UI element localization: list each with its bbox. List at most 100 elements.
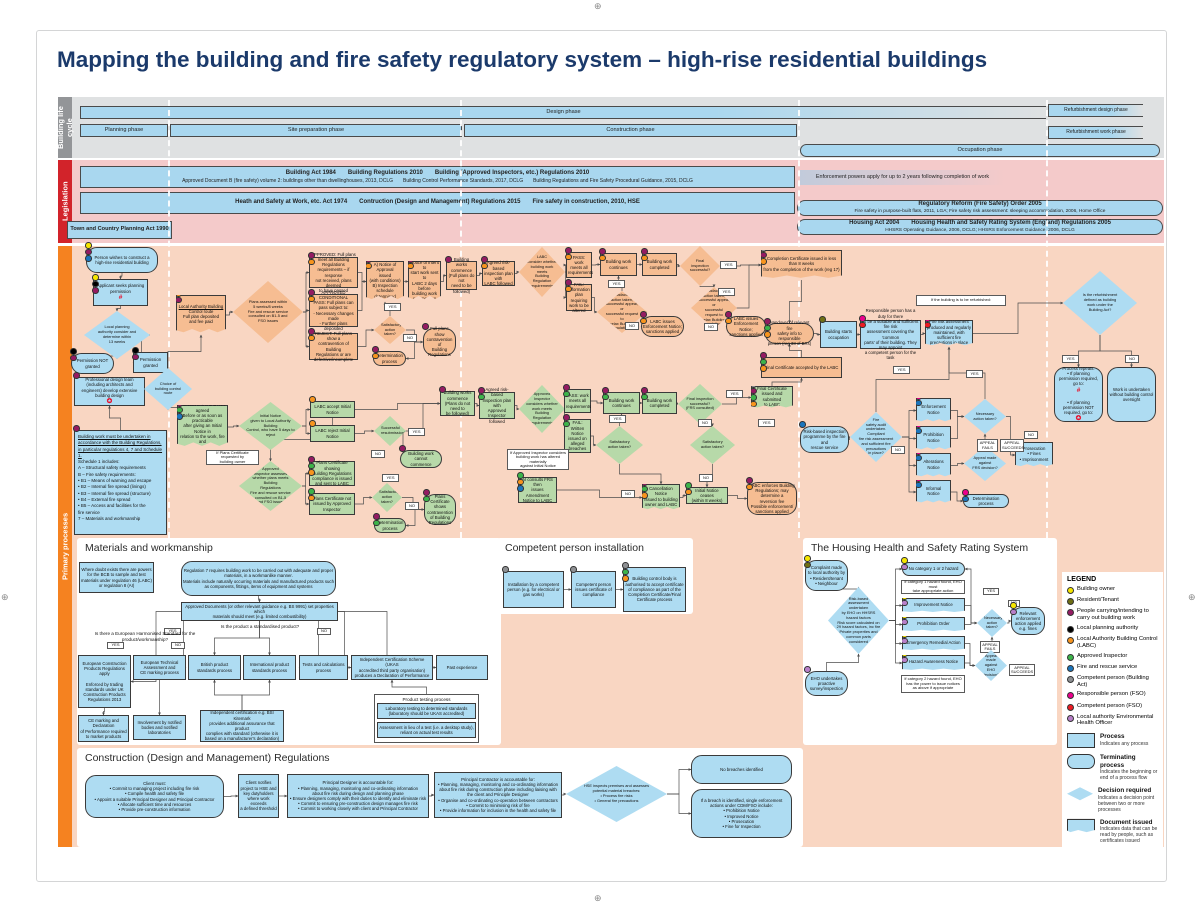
o20-actor-dots bbox=[746, 477, 794, 491]
a4: LABC reject Initial Notice bbox=[309, 420, 355, 442]
a24: Initial Notice ceases(within 8 weeks) bbox=[685, 482, 728, 504]
m3: Approved Documents (or other relevant gu… bbox=[181, 602, 338, 621]
lbY1: YES bbox=[384, 303, 401, 311]
o19-actor-dots bbox=[962, 489, 1006, 503]
h7: Prohibition Order bbox=[902, 617, 965, 631]
legend-actor-item: Competent person (FSO) bbox=[1067, 703, 1160, 711]
pw5-actor-dots bbox=[132, 347, 165, 361]
legend-actor-item: People carrying/intending to carry out b… bbox=[1067, 608, 1160, 621]
lbY4: YES bbox=[718, 288, 735, 296]
design-phase-bar: Design phase bbox=[80, 106, 1046, 119]
legend-actor-item: Local Authority Building Control (LABC) bbox=[1067, 636, 1160, 649]
a6-actor-dots bbox=[399, 445, 439, 452]
lbY10: YES bbox=[408, 428, 425, 436]
h4-actor-dots bbox=[901, 557, 962, 571]
legend-actor-item: Local authority Environmental Health Off… bbox=[1067, 714, 1160, 727]
lbY12: YES bbox=[609, 415, 626, 423]
terminator-shape-icon bbox=[1067, 754, 1095, 770]
page-frame bbox=[36, 30, 1167, 882]
actor-color-dot-icon bbox=[1067, 675, 1074, 683]
legend-actor-item: Responsible person (FSO) bbox=[1067, 691, 1160, 700]
legend-actor-item: Building owner bbox=[1067, 586, 1160, 594]
l13-actor-dots bbox=[599, 248, 634, 262]
a4-actor-dots bbox=[309, 420, 352, 427]
c3-actor-dots bbox=[622, 562, 683, 582]
lbN5: NO bbox=[1024, 431, 1038, 439]
o10-actor-dots bbox=[799, 421, 846, 428]
pw4-actor-dots bbox=[70, 348, 111, 362]
h13-actor-dots bbox=[1010, 602, 1042, 616]
a11-actor-dots bbox=[423, 489, 453, 503]
m17: Laboratory testing to determined standar… bbox=[377, 703, 476, 719]
o14-actor-dots bbox=[916, 453, 948, 462]
building-act-titles: Building Act 1984 Building Regulations 2… bbox=[285, 169, 590, 176]
l7-actor-dots bbox=[408, 261, 438, 270]
lbN6: NO bbox=[1125, 355, 1139, 363]
legend-actor-item: Competent person (Building Act) bbox=[1067, 675, 1160, 688]
primary-band-label: Primary processes bbox=[58, 246, 72, 847]
actor-color-dot-icon bbox=[1067, 703, 1074, 711]
lbN2: NO bbox=[625, 322, 639, 330]
fire-safety-order-guidance: Fire safety in purpose-built flats, 2011… bbox=[854, 208, 1106, 214]
o4-actor-dots bbox=[925, 320, 970, 329]
legend-actor-item: Approved Inspector bbox=[1067, 653, 1160, 661]
legend-actor-item: Local planning authority bbox=[1067, 625, 1160, 633]
m12: Past experience bbox=[436, 655, 488, 680]
hhsrs-section-title: The Housing Health and Safety Rating Sys… bbox=[811, 542, 1029, 554]
registration-mark-icon: ⊕ bbox=[594, 893, 602, 903]
a16-actor-dots bbox=[563, 384, 588, 398]
pw1-actor-dots bbox=[85, 242, 155, 262]
town-country-planning-box: Town and Country Planning Act 1990 bbox=[67, 221, 172, 239]
a18-actor-dots bbox=[602, 387, 637, 401]
refurbishment-design-phase-bar: Refurbishment design phase bbox=[1048, 104, 1143, 117]
h6: Improvement Notice bbox=[902, 598, 965, 612]
hsw-cdm-bar: Heath and Safety at Work, etc. Act 1974 … bbox=[80, 192, 795, 214]
lbN3: NO bbox=[704, 323, 718, 331]
mt1: Is the product a standardised product? bbox=[220, 624, 300, 630]
h2-actor-dots bbox=[804, 666, 845, 673]
l17-actor-dots bbox=[640, 311, 681, 325]
hsw-cdm-titles: Heath and Safety at Work, etc. Act 1974 … bbox=[235, 199, 640, 206]
materials-section-title: Materials and workmanship bbox=[85, 542, 213, 554]
phase-separator bbox=[1046, 100, 1048, 538]
building-act-guidance: Approved Document B (fire safety) volume… bbox=[182, 177, 693, 184]
a17-actor-dots bbox=[563, 414, 588, 428]
lbY9: YES bbox=[893, 366, 910, 374]
legend-actor-item: Fire and rescue service bbox=[1067, 664, 1160, 672]
a19-actor-dots bbox=[641, 387, 674, 401]
o1-actor-dots bbox=[764, 318, 811, 338]
construction-phase-bar: Construction phase bbox=[464, 124, 797, 137]
o5-actor-dots bbox=[760, 352, 839, 372]
h6-actor-dots bbox=[902, 598, 962, 607]
actor-color-dot-icon bbox=[1067, 587, 1074, 594]
